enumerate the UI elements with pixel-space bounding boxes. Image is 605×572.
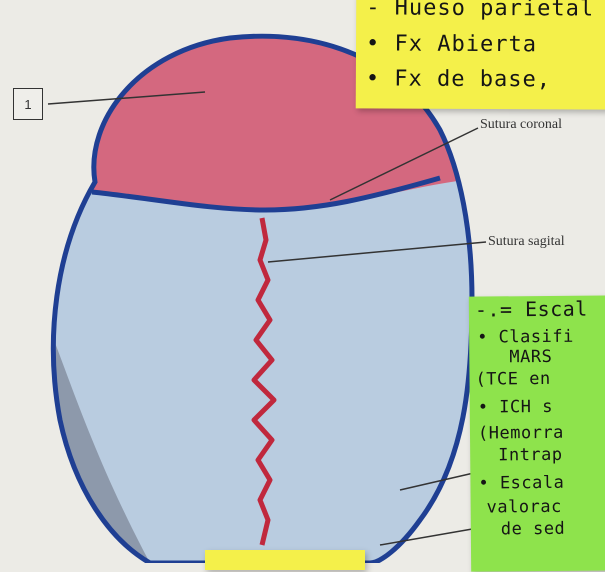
green-note-line: (TCE en [475, 370, 550, 390]
green-note-line: • Escala [478, 474, 564, 494]
yellow-note-line: - Hueso parietal [366, 0, 594, 22]
yellow-note-line: • Fx Abierta [366, 31, 537, 57]
figure-label-number: 1 [24, 97, 31, 112]
green-sticky-note: -.= Escal • Clasifi MARS (TCE en • ICH s… [469, 295, 605, 571]
green-note-line: valorac [487, 498, 562, 518]
green-note-line: • ICH s [478, 398, 553, 418]
yellow-sticky-note: - Hueso parietal • Fx Abierta • Fx de ba… [356, 0, 605, 110]
green-note-line: -.= Escal [475, 300, 588, 320]
green-note-line: Intrap [498, 446, 563, 466]
label-sutura-sagital: Sutura sagital [488, 234, 565, 250]
figure-label-box: 1 [13, 88, 43, 120]
label-sutura-coronal: Sutura coronal [480, 117, 562, 133]
green-note-line: • Clasifi [477, 328, 574, 348]
bottom-yellow-note-edge [205, 550, 365, 570]
green-note-line: (Hemorra [478, 424, 564, 444]
yellow-note-line: • Fx de base, [366, 66, 551, 92]
green-note-line: MARS [509, 348, 552, 367]
green-note-line: de sed [501, 520, 566, 540]
